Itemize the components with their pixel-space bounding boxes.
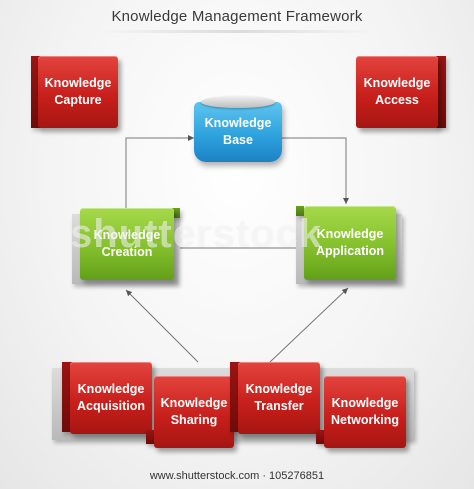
node-knowledge-creation: Knowledge Creation (80, 208, 174, 280)
node-label-creation: Knowledge Creation (93, 228, 161, 259)
node-knowledge-transfer: Knowledge Transfer (238, 362, 320, 434)
watermark-footer: www.shutterstock.com · 105276851 (149, 470, 325, 482)
transfer-fold (230, 362, 240, 432)
database-cylinder-top (201, 96, 275, 108)
node-label-transfer: Knowledge Transfer (245, 382, 313, 413)
node-label-base: Knowledge Base (204, 116, 272, 147)
node-knowledge-capture: Knowledge Capture (38, 56, 118, 128)
creation-fold (172, 208, 180, 218)
node-knowledge-sharing: Knowledge Sharing (154, 376, 234, 448)
connector-base-to-application (282, 137, 349, 204)
node-knowledge-acquisition: Knowledge Acquisition (70, 362, 152, 434)
acquisition-fold (62, 362, 72, 432)
diagram-title: Knowledge Management Framework (111, 8, 363, 25)
connector-creation-to-base (125, 135, 194, 212)
node-knowledge-networking: Knowledge Networking (324, 376, 406, 448)
title-underline (100, 30, 374, 33)
node-knowledge-base: Knowledge Base (194, 102, 282, 162)
node-label-access: Knowledge Access (363, 76, 431, 107)
connector-transfer-to-application (269, 287, 349, 363)
capture-fold (31, 56, 41, 128)
node-label-sharing: Knowledge Sharing (160, 396, 228, 427)
access-fold (436, 56, 446, 128)
node-knowledge-application: Knowledge Application (304, 206, 396, 280)
node-knowledge-access: Knowledge Access (356, 56, 438, 128)
node-label-networking: Knowledge Networking (330, 396, 400, 427)
node-label-application: Knowledge Application (315, 227, 385, 258)
node-label-acquisition: Knowledge Acquisition (76, 382, 146, 413)
application-fold (296, 206, 304, 216)
node-label-capture: Knowledge Capture (44, 76, 112, 107)
connector-acquisition-to-creation (125, 289, 199, 363)
